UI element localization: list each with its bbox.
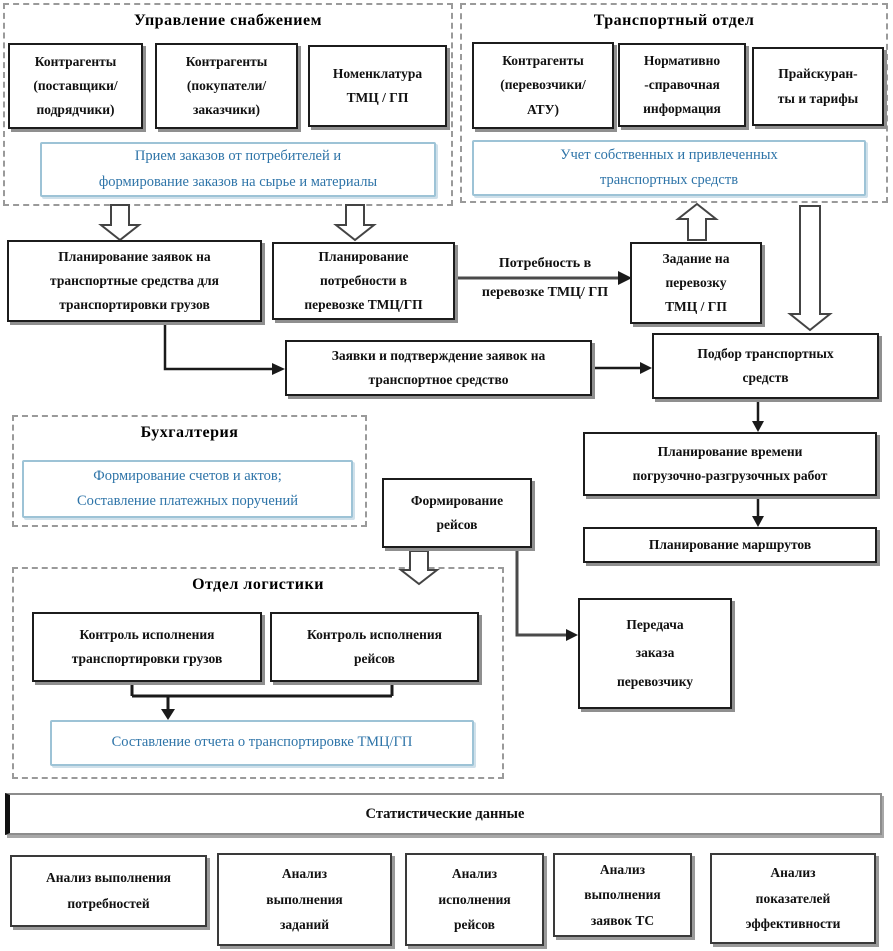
accounting-container: Бухгалтерия	[12, 415, 367, 527]
stats-box-trips: Анализ исполнения рейсов	[405, 853, 544, 946]
logistics-box-trip-control: Контроль исполнения рейсов	[270, 612, 479, 682]
supply-box-suppliers: Контрагенты (поставщики/ подрядчики)	[8, 43, 143, 129]
logistics-container: Отдел логистики	[12, 567, 504, 779]
arrow-supply-to-plan-requests	[98, 204, 142, 242]
arrowhead	[752, 516, 764, 527]
logistics-process-box: Составление отчета о транспортировке ТМЦ…	[50, 720, 474, 766]
arrow-planrequests-to-confirmation	[163, 322, 272, 371]
supply-box-nomenclature: Номенклатура ТМЦ / ГП	[308, 45, 447, 127]
transport-department-title: Транспортный отдел	[593, 12, 755, 29]
logistics-title: Отдел логистики	[192, 576, 324, 593]
stats-box-tasks: Анализ выполнения заданий	[217, 853, 392, 946]
need-label-line2: перевозке ТМЦ/ ГП	[481, 285, 609, 300]
node-select-vehicles: Подбор транспортных средств	[652, 333, 879, 399]
arrowhead	[566, 629, 578, 641]
transport-box-price-lists: Прайскуран- ты и тарифы	[752, 47, 884, 126]
need-label: Потребность в перевозке ТМЦ/ ГП	[458, 254, 632, 303]
transport-process-box: Учет собственных и привлеченных транспор…	[472, 140, 866, 196]
arrow-supply-to-plan-needs	[333, 204, 377, 242]
arrow-task-to-transport	[675, 202, 719, 241]
transport-department-container: Транспортный отдел	[460, 3, 888, 203]
stats-bar: Статистические данные	[5, 793, 882, 835]
node-transport-task: Задание на перевозку ТМЦ / ГП	[630, 242, 762, 324]
logistics-box-cargo-control: Контроль исполнения транспортировки груз…	[32, 612, 262, 682]
stats-box-needs: Анализ выполнения потребностей	[10, 855, 207, 927]
node-requests-confirmation: Заявки и подтверждение заявок на транспо…	[285, 340, 592, 396]
accounting-process-box: Формирование счетов и актов; Составление…	[22, 460, 353, 518]
arrow-formtrips-to-transfer	[515, 548, 566, 637]
supply-box-customers: Контрагенты (покупатели/ заказчики)	[155, 43, 298, 129]
arrow-transport-to-select-vehicles	[787, 205, 833, 332]
node-plan-routes: Планирование маршрутов	[583, 527, 877, 563]
transport-box-reference-info: Нормативно -справочная информация	[618, 43, 746, 127]
stats-box-vehicle-requests: Анализ выполнения заявок ТС	[553, 853, 692, 937]
need-label-line1: Потребность в	[498, 256, 592, 271]
arrowhead	[272, 363, 285, 375]
node-plan-vehicle-requests: Планирование заявок на транспортные сред…	[7, 240, 262, 322]
transport-box-carriers: Контрагенты (перевозчики/ АТУ)	[472, 42, 614, 129]
node-plan-transport-needs: Планирование потребности в перевозке ТМЦ…	[272, 242, 455, 320]
supply-department-title: Управление снабжением	[134, 12, 322, 29]
supply-process-box: Прием заказов от потребителей и формиров…	[40, 142, 436, 197]
node-plan-loading-time: Планирование времени погрузочно-разгрузо…	[583, 432, 877, 496]
arrowhead	[752, 421, 764, 432]
node-form-trips: Формирование рейсов	[382, 478, 532, 548]
accounting-title: Бухгалтерия	[140, 424, 239, 441]
node-transfer-order: Передача заказа перевозчику	[578, 598, 732, 709]
arrowhead	[640, 362, 652, 374]
stats-box-efficiency: Анализ показателей эффективности	[710, 853, 876, 944]
supply-department-container: Управление снабжением	[3, 3, 453, 206]
